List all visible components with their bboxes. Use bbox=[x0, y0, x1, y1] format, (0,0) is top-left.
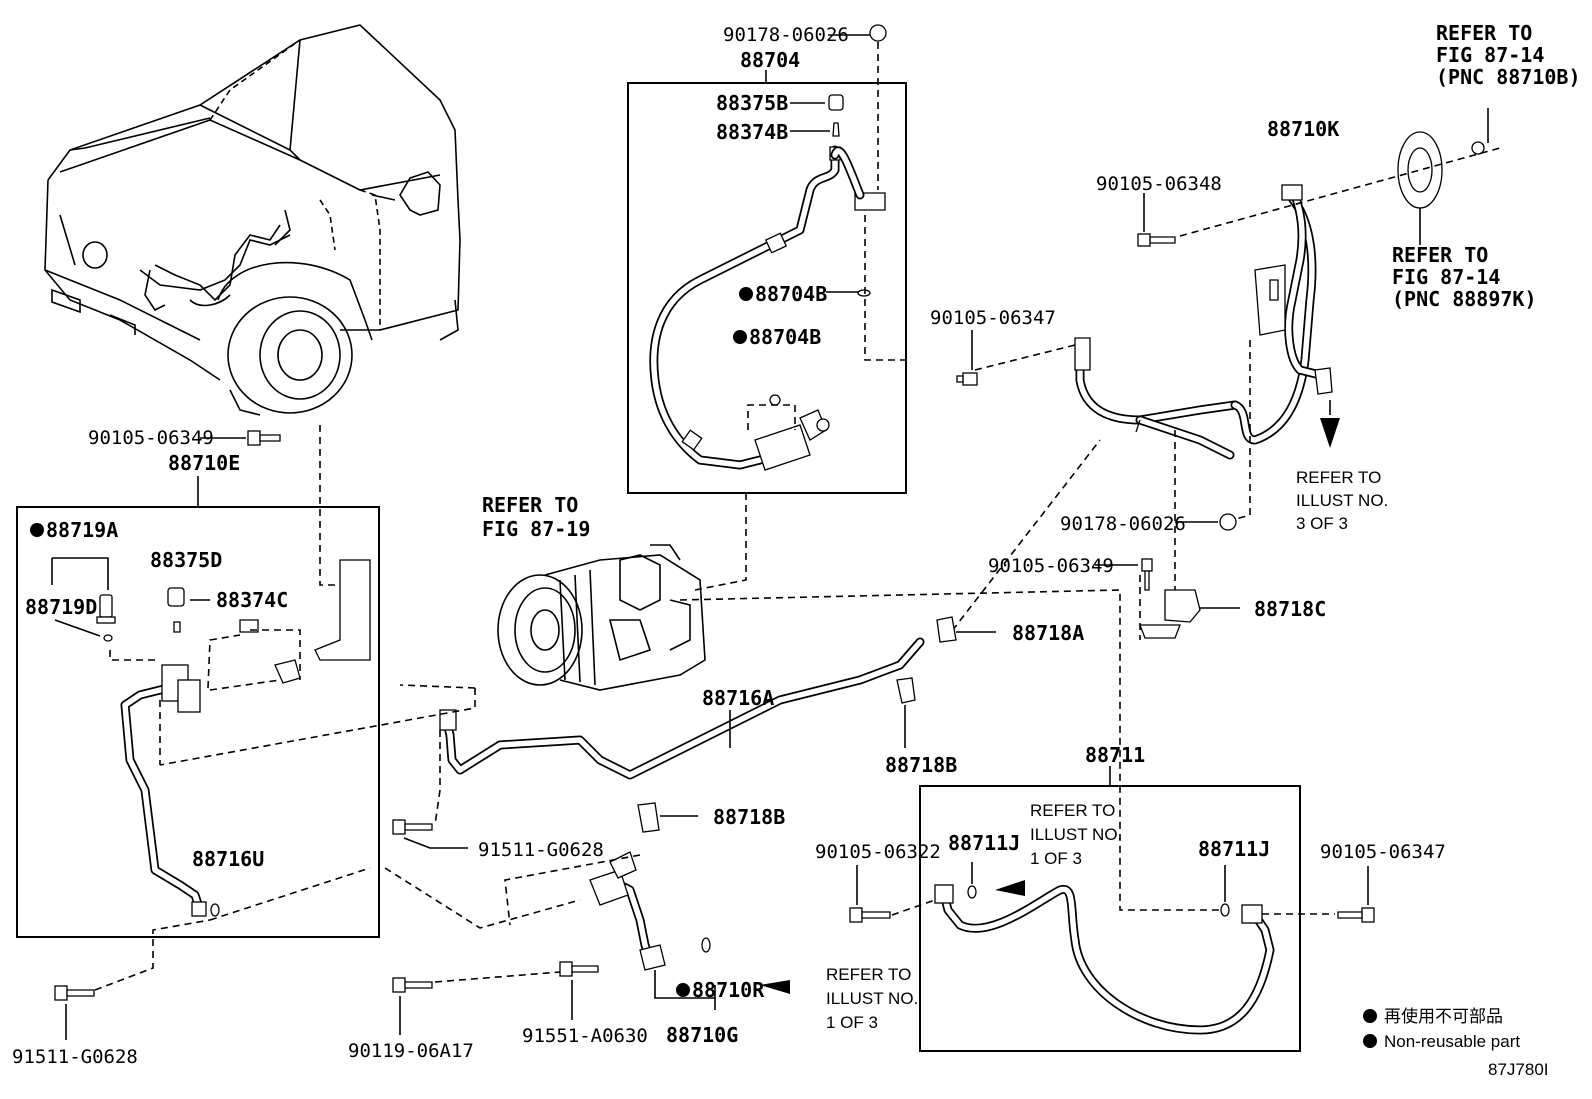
clamp-88718B-a-icon bbox=[896, 677, 916, 704]
label-88374B: 88374B bbox=[716, 120, 788, 144]
pipe-88716A-illustration bbox=[439, 637, 925, 780]
label-90105-06349-right: 90105-06349 bbox=[988, 555, 1114, 577]
bolt-91511-G0628-b-icon bbox=[54, 985, 95, 1001]
legend-jp: 再使用不可部品 bbox=[1384, 1006, 1503, 1026]
label-90105-06348: 90105-06348 bbox=[1096, 173, 1222, 195]
clip-90178-06026-right-icon bbox=[1219, 513, 1237, 531]
ref-fig-87-19-l2: FIG 87-19 bbox=[482, 517, 590, 541]
bolt-90105-06322-icon bbox=[849, 907, 891, 923]
label-88711J-a: 88711J bbox=[948, 831, 1020, 855]
ref-illust-3-l1: REFER TO bbox=[1296, 468, 1381, 487]
label-88716U: 88716U bbox=[192, 847, 264, 871]
bracket-88718C-illustration bbox=[1139, 558, 1201, 639]
label-88710G: 88710G bbox=[666, 1023, 738, 1047]
bolt-90105-06347-mid-icon bbox=[956, 372, 978, 386]
bolt-91551-A0630-icon bbox=[559, 961, 599, 977]
valve-88719D-icon bbox=[96, 594, 116, 624]
ref-illust-1a-l1: REFER TO bbox=[826, 965, 911, 984]
diagram-id: 87J780I bbox=[1488, 1060, 1549, 1079]
ref-illust-1b-l3: 1 OF 3 bbox=[1030, 849, 1082, 868]
ref-illust-3-l2: ILLUST NO. bbox=[1296, 491, 1388, 510]
bracket-illustration bbox=[239, 559, 371, 684]
hose-88711-illustration bbox=[934, 884, 1275, 1035]
ref-fig-87-19-l1: REFER TO bbox=[482, 493, 578, 517]
label-88711: 88711 bbox=[1085, 743, 1145, 767]
bolt-90105-06347-right-icon bbox=[1337, 907, 1375, 923]
ref-illust-1b-l1: REFER TO bbox=[1030, 801, 1115, 820]
label-88718B-b: 88718B bbox=[713, 805, 785, 829]
legend-dot bbox=[1363, 1009, 1377, 1023]
ref-fig-87-14-top-l3: (PNC 88710B) bbox=[1436, 65, 1581, 89]
label-90105-06322: 90105-06322 bbox=[815, 841, 941, 863]
label-90178-06026-top: 90178-06026 bbox=[723, 24, 849, 46]
bolt-90119-06A17-icon bbox=[392, 977, 433, 993]
ref-fig-87-14-top-l2: FIG 87-14 bbox=[1436, 43, 1544, 67]
label-88718B-a: 88718B bbox=[885, 753, 957, 777]
label-90105-06347-mid: 90105-06347 bbox=[930, 307, 1056, 329]
label-90119-06A17: 90119-06A17 bbox=[348, 1040, 474, 1062]
label-88704B-b: 88704B bbox=[749, 325, 821, 349]
label-88375B: 88375B bbox=[716, 91, 788, 115]
compressor-illustration bbox=[497, 544, 706, 691]
label-90105-06347-right: 90105-06347 bbox=[1320, 841, 1446, 863]
label-88704B-a: 88704B bbox=[755, 282, 827, 306]
label-88719A: 88719A bbox=[46, 518, 118, 542]
clamp-88718B-b-icon bbox=[637, 802, 660, 833]
label-91551-A0630: 91551-A0630 bbox=[522, 1025, 648, 1047]
bolt-91511-G0628-a-icon bbox=[392, 819, 433, 835]
label-88719D: 88719D bbox=[25, 595, 97, 619]
pipe-88710G-illustration bbox=[589, 851, 711, 971]
bolt-90105-06349-left-icon bbox=[247, 430, 281, 446]
box-88704 bbox=[627, 82, 907, 494]
ref-illust-1b-l2: ILLUST NO. bbox=[1030, 825, 1122, 844]
legend-en: Non-reusable part bbox=[1384, 1032, 1520, 1051]
label-88374C: 88374C bbox=[216, 588, 288, 612]
ref-illust-1a-l3: 1 OF 3 bbox=[826, 1013, 878, 1032]
non-reusable-dot bbox=[733, 330, 747, 344]
label-88716A: 88716A bbox=[702, 686, 774, 710]
bolt-90105-06348-icon bbox=[1137, 233, 1176, 247]
label-88718A: 88718A bbox=[1012, 621, 1084, 645]
non-reusable-dot bbox=[676, 983, 690, 997]
label-88718C: 88718C bbox=[1254, 597, 1326, 621]
vehicle-illustration bbox=[44, 24, 461, 416]
label-88710K: 88710K bbox=[1267, 117, 1339, 141]
legend-dot bbox=[1363, 1034, 1377, 1048]
cap-88375D-icon bbox=[167, 587, 185, 607]
label-90178-06026-right: 90178-06026 bbox=[1060, 513, 1186, 535]
pipe-88716U-illustration bbox=[120, 664, 220, 917]
pipe-88710K-illustration bbox=[1074, 131, 1485, 460]
hose-88704-illustration bbox=[649, 94, 886, 471]
label-90105-06349-left: 90105-06349 bbox=[88, 427, 214, 449]
ref-illust-3-l3: 3 OF 3 bbox=[1296, 514, 1348, 533]
label-88710E: 88710E bbox=[168, 451, 240, 475]
label-88710R: 88710R bbox=[692, 978, 765, 1002]
ref-illust-1a-l2: ILLUST NO. bbox=[826, 989, 918, 1008]
label-91511-G0628-b: 91511-G0628 bbox=[12, 1046, 138, 1068]
clamp-88718A-icon bbox=[936, 616, 957, 643]
label-88375D: 88375D bbox=[150, 548, 222, 572]
ref-fig-87-14-mid-l2: FIG 87-14 bbox=[1392, 265, 1500, 289]
label-88711J-b: 88711J bbox=[1198, 837, 1270, 861]
non-reusable-dot bbox=[739, 287, 753, 301]
ref-fig-87-14-mid-l1: REFER TO bbox=[1392, 243, 1488, 267]
ref-fig-87-14-mid-l3: (PNC 88897K) bbox=[1392, 287, 1537, 311]
non-reusable-dot bbox=[30, 523, 44, 537]
ref-fig-87-14-top-l1: REFER TO bbox=[1436, 21, 1532, 45]
label-91511-G0628-a: 91511-G0628 bbox=[478, 839, 604, 861]
label-88704: 88704 bbox=[740, 48, 800, 72]
